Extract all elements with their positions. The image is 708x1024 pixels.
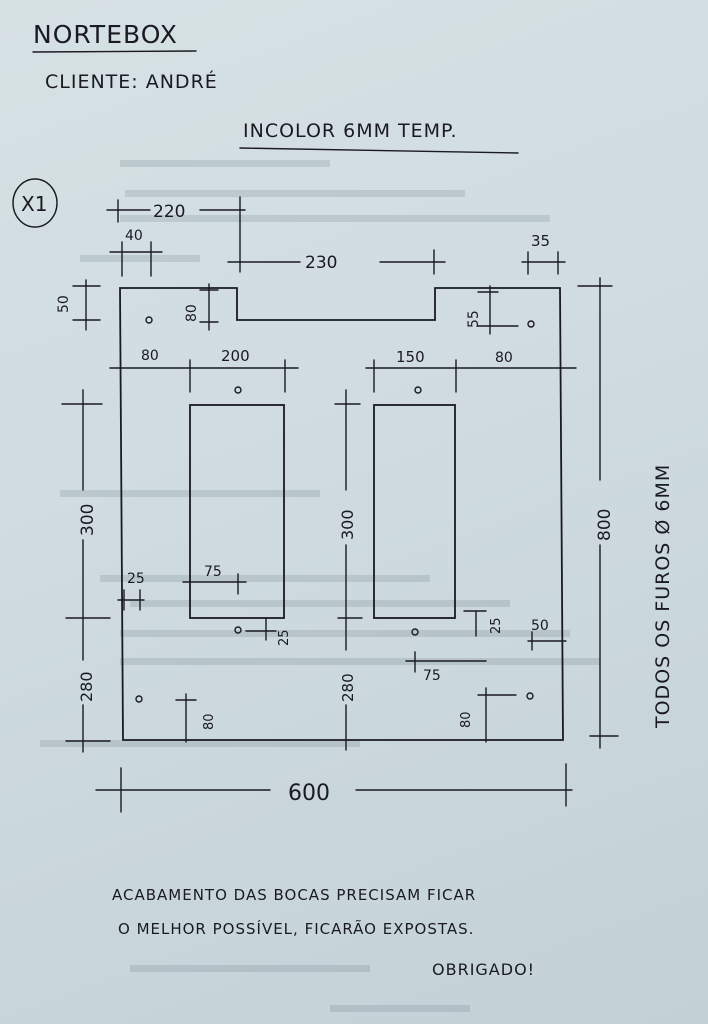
dim-right-hole-y: 25 — [489, 617, 504, 634]
dim-right-cutout-height: 300 — [338, 509, 357, 540]
dim-top-gap: 230 — [305, 253, 337, 273]
hole-position-dimensions: 25 75 25 25 75 50 80 80 — [117, 564, 567, 743]
dim-left-hole-y: 25 — [277, 629, 292, 646]
dim-notch-right: 55 — [466, 310, 482, 328]
holes-note: TODOS OS FUROS Ø 6MM — [652, 464, 674, 729]
dim-bottom-right-hole: 80 — [459, 711, 474, 728]
thanks-note: OBRIGADO! — [432, 960, 535, 979]
dim-left-margin: 80 — [141, 348, 159, 364]
dim-right-margin: 80 — [495, 350, 513, 366]
left-small-dimensions: 50 80 55 — [56, 279, 519, 335]
company-name: NORTEBOX — [33, 20, 178, 49]
dim-right-cutout-width: 150 — [396, 348, 425, 366]
holes — [135, 316, 535, 703]
client-name: CLIENTE: ANDRÉ — [45, 70, 218, 93]
dim-left-hole-offset: 25 — [127, 571, 145, 587]
dim-bottom-left-hole: 80 — [202, 713, 217, 730]
dim-bottom-mid-height: 280 — [339, 673, 357, 702]
glass-spec-underline — [239, 147, 519, 154]
hole-bottom-left — [135, 695, 143, 703]
dim-left-cutout-width: 200 — [221, 347, 250, 365]
hole-bottom-right — [526, 692, 534, 700]
quantity-label: X1 — [21, 192, 47, 216]
hole-top-right — [527, 320, 535, 328]
dim-top-left-tab: 220 — [153, 202, 185, 222]
dim-notch-left: 80 — [184, 304, 200, 322]
hole-left-cutout-top — [234, 386, 242, 394]
dim-total-width: 600 — [288, 781, 330, 806]
finish-note-line1: ACABAMENTO DAS BOCAS PRECISAM FICAR — [112, 886, 476, 904]
right-cutout — [373, 404, 456, 619]
hole-left-cutout-bottom — [234, 626, 242, 634]
total-height-dimension: 800 — [577, 277, 619, 749]
left-vertical-dimensions: 300 280 — [61, 389, 111, 753]
dim-top-right-tab: 35 — [531, 232, 550, 250]
dim-bottom-left-height: 280 — [77, 671, 96, 702]
dim-total-height: 800 — [595, 509, 615, 541]
total-width-dimension: 600 — [95, 763, 573, 813]
hole-top-left — [145, 316, 153, 324]
middle-vertical-dimensions: 300 280 — [334, 389, 363, 751]
dim-right-hole-x: 75 — [423, 668, 441, 684]
dim-right-edge-hole: 50 — [531, 618, 549, 634]
hole-right-cutout-top — [414, 386, 422, 394]
finish-note-line2: O MELHOR POSSÍVEL, FICARÃO EXPOSTAS. — [118, 919, 474, 938]
top-dimensions: 220 40 230 35 — [106, 196, 566, 277]
cutout-width-dimensions: 80 200 150 80 — [109, 347, 577, 393]
hole-right-cutout-bottom — [411, 628, 419, 636]
glass-panel-outline — [119, 287, 564, 741]
glass-spec: INCOLOR 6MM TEMP. — [243, 120, 458, 142]
bleed-through-texture — [40, 160, 600, 1012]
quantity-circle — [12, 178, 58, 228]
dim-left-cutout-height: 300 — [78, 504, 98, 536]
company-underline — [32, 50, 197, 53]
left-cutout — [189, 404, 285, 619]
dim-left-hole-x: 75 — [204, 564, 222, 580]
dim-top-left-edge: 40 — [125, 228, 143, 244]
dim-left-hole-top: 50 — [56, 295, 72, 313]
